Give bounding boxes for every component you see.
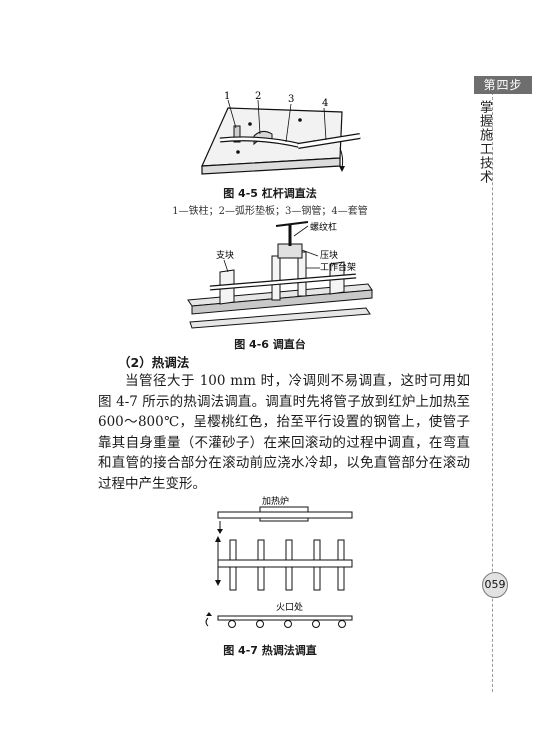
figure-4-5-caption: 图 4-5 杠杆调直法 xyxy=(223,187,317,200)
figure-4-6-illustration: 螺纹杠 支块 压块 工作台架 xyxy=(187,221,373,329)
figure-4-6-caption: 图 4-6 调直台 xyxy=(234,338,306,351)
figure-4-7-caption: 图 4-7 热调法调直 xyxy=(223,644,317,657)
step-tab: 第四步 xyxy=(474,76,532,94)
callout-3: 3 xyxy=(288,94,294,105)
callout-1: 1 xyxy=(224,91,230,102)
label-work-bench: 工作台架 xyxy=(320,261,356,273)
chapter-vertical-title: 掌握施工技术 xyxy=(477,100,492,184)
callout-2: 2 xyxy=(255,91,261,102)
section-heading: （2）热调法 xyxy=(118,355,190,370)
label-furnace: 加热炉 xyxy=(262,495,289,507)
label-support-block: 支块 xyxy=(216,249,234,261)
figure-4-7-illustration: 加热炉 火口处 xyxy=(205,495,353,628)
body-paragraph: 当管径大于 100 mm 时，冷调则不易调直，这时可用如图 4-7 所示的热调法… xyxy=(98,373,470,492)
sidebar-divider xyxy=(492,92,493,692)
figure-4-5-legend: 1—铁柱；2—弧形垫板；3—钢管；4—套管 xyxy=(172,206,368,217)
callout-4: 4 xyxy=(322,98,328,109)
page-number: 059 xyxy=(482,572,508,598)
label-screw-rod: 螺纹杠 xyxy=(310,221,337,233)
label-fire-point: 火口处 xyxy=(276,601,303,613)
label-press-block: 压块 xyxy=(320,249,338,261)
figure-4-5-illustration: 1 2 3 4 xyxy=(201,91,361,175)
